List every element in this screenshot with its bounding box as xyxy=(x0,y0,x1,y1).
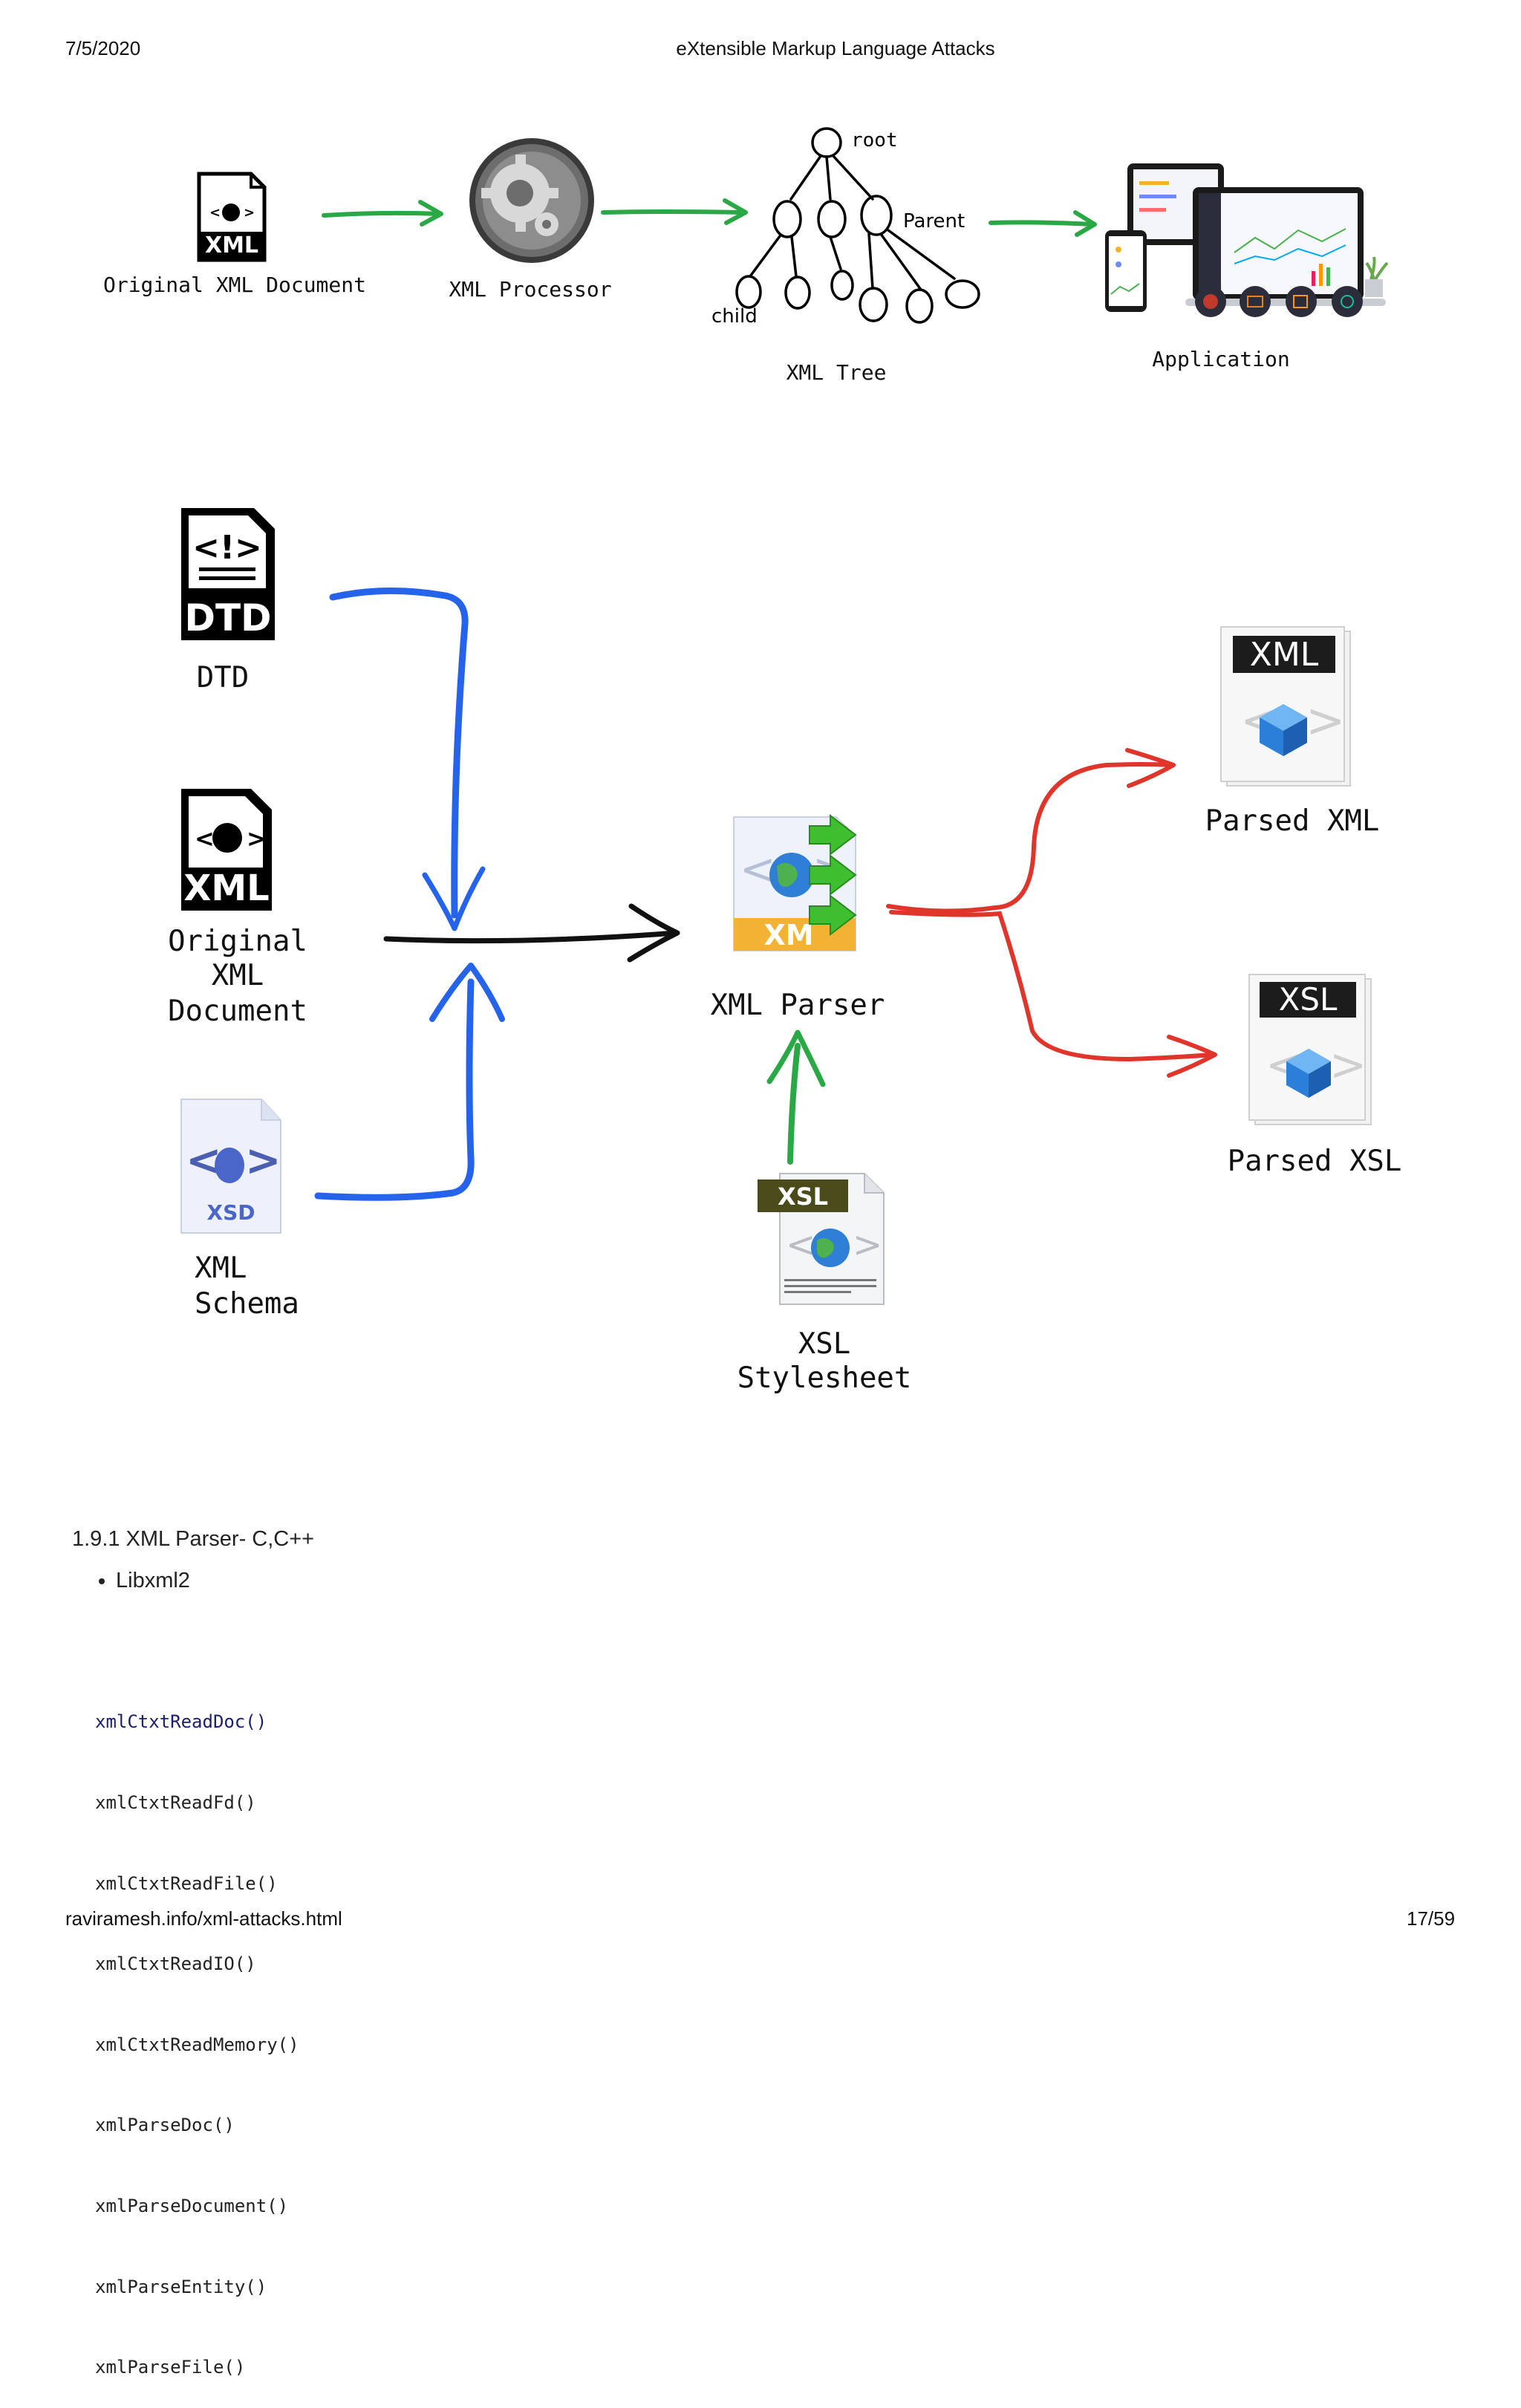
parsed-xml-label: Parsed XML xyxy=(1205,804,1380,838)
parsed-xsl-label: Parsed XSL xyxy=(1227,1145,1402,1178)
original-xml-label-line2: XML xyxy=(211,959,264,992)
xml-parser-diagram: <!> DTD < > XML < > XSD xyxy=(0,490,1521,1411)
svg-text:>: > xyxy=(245,1135,281,1185)
xsl-stylesheet-label-line2: Stylesheet xyxy=(737,1361,912,1395)
original-xml-label-line1: Original xyxy=(168,925,307,958)
tree-root-label: root xyxy=(851,129,898,152)
xsd-icon-label: XSD xyxy=(207,1200,255,1225)
xsl-stylesheet-icon: XSL < > xyxy=(758,1173,885,1305)
xml-document-icon: < > XML xyxy=(181,789,272,911)
code-line: xmlParseFile() xyxy=(95,2357,246,2378)
parsed-xsl-icon: XSL < > xyxy=(1248,974,1372,1125)
svg-text:>: > xyxy=(1329,1039,1367,1091)
svg-text:<: < xyxy=(195,824,215,853)
gear-icon xyxy=(469,138,594,263)
parsed-xsl-icon-label: XSL xyxy=(1279,981,1338,1018)
application-label: Application xyxy=(1152,347,1290,371)
parsed-xml-icon: XML < > xyxy=(1220,626,1351,787)
code-line: xmlCtxtReadFd() xyxy=(95,1792,256,1814)
svg-text:<!>: <!> xyxy=(192,529,262,567)
code-line: xmlCtxtReadFile() xyxy=(95,1872,278,1894)
code-line: xmlCtxtReadDoc() xyxy=(95,1711,267,1733)
xml-tree-sketch xyxy=(735,127,980,324)
page-title: eXtensible Markup Language Attacks xyxy=(676,37,995,59)
xml-parser-icon: < > XM xyxy=(733,813,857,951)
code-line: xmlCtxtReadMemory() xyxy=(95,2034,299,2055)
tree-child-label: child xyxy=(711,305,758,328)
xml-tree-label: XML Tree xyxy=(786,360,887,385)
svg-text:XM: XM xyxy=(763,919,813,951)
print-date: 7/5/2020 xyxy=(65,37,141,59)
xsd-schema-icon: < > XSD xyxy=(180,1099,281,1234)
tree-parent-label: Parent xyxy=(903,210,965,232)
code-line: xmlCtxtReadIO() xyxy=(95,1953,256,1975)
original-xml-document-label: Original XML Document xyxy=(102,273,366,297)
xml-schema-label-line1: XML xyxy=(195,1252,247,1285)
code-line: xmlParseDoc() xyxy=(95,2115,235,2136)
code-line: xmlParseDocument() xyxy=(95,2196,289,2217)
xsl-stylesheet-label-line1: XSL xyxy=(798,1327,851,1361)
xml-document-icon: < > XML xyxy=(197,172,267,262)
section-heading: 1.9.1 XML Parser- C,C++ xyxy=(72,1527,315,1551)
page-url: raviramesh.info/xml-attacks.html xyxy=(65,1907,342,1930)
xml-icon-label: XML xyxy=(183,868,269,909)
original-xml-label-line3: Document xyxy=(168,995,307,1028)
xml-processor-label: XML Processor xyxy=(449,277,612,302)
xsl-icon-label: XSL xyxy=(778,1182,828,1211)
xml-schema-label-line2: Schema xyxy=(195,1287,299,1321)
application-devices-image xyxy=(1105,163,1389,317)
dtd-label: DTD xyxy=(196,661,250,694)
xml-processing-diagram: < > XML xyxy=(0,104,1521,401)
xml-parser-label: XML Parser xyxy=(710,989,885,1022)
svg-text:>: > xyxy=(1306,694,1346,749)
xml-icon-label: XML xyxy=(205,232,258,258)
list-item: Libxml2 xyxy=(116,1569,190,1593)
svg-text:<: < xyxy=(209,205,221,221)
page-number: 17/59 xyxy=(1407,1907,1456,1930)
svg-text:>: > xyxy=(244,205,255,221)
svg-text:>: > xyxy=(853,1224,882,1266)
bullet-list: Libxml2 xyxy=(74,1569,190,1593)
dtd-document-icon: <!> DTD xyxy=(181,508,275,640)
svg-text:<: < xyxy=(740,844,776,894)
code-block: xmlCtxtReadDoc() xmlCtxtReadFd() xmlCtxt… xyxy=(95,1655,299,2408)
code-line: xmlParseEntity() xyxy=(95,2276,267,2297)
dtd-icon-label: DTD xyxy=(184,596,271,640)
parsed-xml-icon-label: XML xyxy=(1250,636,1319,674)
svg-text:>: > xyxy=(247,824,267,853)
svg-text:<: < xyxy=(786,1224,815,1266)
